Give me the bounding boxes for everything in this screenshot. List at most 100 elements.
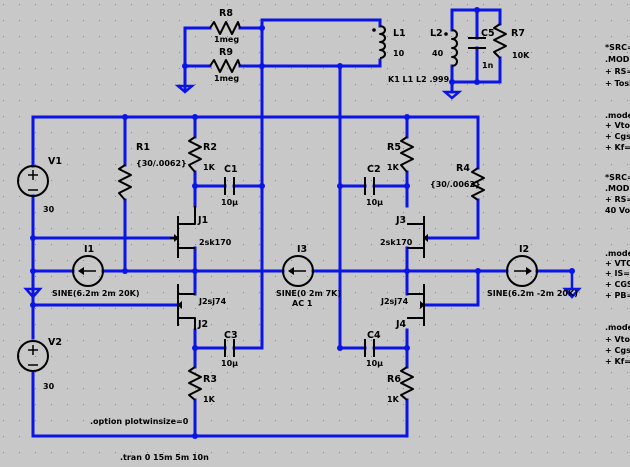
resistor-r8[interactable]: R8 1meg xyxy=(209,8,241,44)
resistor-r4[interactable]: R4 {30/.0062} xyxy=(430,163,485,201)
dir3-line: 40 Vo xyxy=(605,206,630,215)
i3-value: SINE(0 2m 7K) xyxy=(276,289,341,298)
dir5-line: .model xyxy=(605,323,630,332)
v2-value: 30 xyxy=(43,382,55,391)
inductor-l1[interactable]: L1 10 xyxy=(372,25,406,59)
i3-ref: I3 xyxy=(297,244,307,255)
jfet-j3[interactable]: J3 2sk170 xyxy=(380,215,428,258)
current-source-i2[interactable]: I2 SINE(6.2m -2m 20K) xyxy=(487,244,578,298)
v2-ref: V2 xyxy=(48,337,62,348)
resistor-r6[interactable]: R6 1K xyxy=(387,366,414,404)
dir1-line: *SRC= xyxy=(605,43,630,52)
inductor-l2[interactable]: L2 40 xyxy=(430,28,458,67)
j1-value: 2sk170 xyxy=(199,238,232,247)
dir5-line: + Cgs= xyxy=(605,346,630,355)
c2-ref: C2 xyxy=(367,164,381,175)
c5-value: 1n xyxy=(482,61,494,70)
r1-value: {30/.0062} xyxy=(136,159,187,168)
j4-value: J2sj74 xyxy=(380,297,409,306)
r8-ref: R8 xyxy=(219,8,233,19)
dir3-line: *SRC= xyxy=(605,173,630,182)
l2-value: 40 xyxy=(432,49,444,58)
current-source-i1[interactable]: I1 SINE(6.2m 2m 20K) xyxy=(52,244,140,298)
wires xyxy=(31,8,574,438)
resistor-r7[interactable]: R7 10K xyxy=(493,23,530,60)
voltage-source-v1[interactable]: V1 30 xyxy=(17,156,62,214)
l1-ref: L1 xyxy=(393,28,406,39)
r9-ref: R9 xyxy=(219,47,233,58)
capacitor-c3[interactable]: C3 10µ xyxy=(221,330,238,368)
dir4-line: .model xyxy=(605,249,630,258)
plotwinsize-directive[interactable]: .option plotwinsize=0 xyxy=(90,417,189,426)
j2-value: J2sj74 xyxy=(198,297,227,306)
r8-value: 1meg xyxy=(214,35,239,44)
dir2-line: .model xyxy=(605,111,630,120)
capacitor-c5[interactable]: C5 1n xyxy=(468,28,495,70)
resistor-r3[interactable]: R3 1K xyxy=(188,366,217,404)
r7-ref: R7 xyxy=(511,28,525,39)
resistor-r2[interactable]: R2 1K xyxy=(188,136,217,173)
jfet-j1[interactable]: J1 2sk170 xyxy=(170,206,232,258)
tran-directive[interactable]: .tran 0 15m 5m 10n xyxy=(120,453,209,462)
dir2-line: + Cgs= xyxy=(605,132,630,141)
c4-value: 10µ xyxy=(366,359,383,368)
jfet-j4[interactable]: J2sj74 J4 xyxy=(380,284,425,330)
j2-ref: J2 xyxy=(197,319,208,330)
v1-ref: V1 xyxy=(48,156,62,167)
c2-value: 10µ xyxy=(366,198,383,207)
r9-value: 1meg xyxy=(214,74,239,83)
coupling-directive[interactable]: K1 L1 L2 .999 xyxy=(388,75,450,84)
l2-ref: L2 xyxy=(430,28,443,39)
junctions xyxy=(30,7,575,439)
i3-ac: AC 1 xyxy=(292,299,313,308)
model-directive-1[interactable]: *SRC= .MODE + RS= + Tosh xyxy=(605,43,630,88)
resistor-r1[interactable]: R1 {30/.0062} xyxy=(118,142,187,201)
dir4-line: + PB=/ xyxy=(605,291,630,300)
voltage-source-v2[interactable]: V2 30 xyxy=(17,337,62,391)
dir5-line: + Kf=9 xyxy=(605,357,630,366)
c1-ref: C1 xyxy=(224,164,238,175)
j3-value: 2sk170 xyxy=(380,238,413,247)
model-directive-4[interactable]: .model + VTO= + IS=1. + CGS + PB=/ xyxy=(605,249,630,300)
r4-value: {30/.0062} xyxy=(430,180,481,189)
dir4-line: + IS=1. xyxy=(605,269,630,278)
capacitor-c2[interactable]: C2 10µ xyxy=(364,164,383,207)
dir2-line: + Kf=1 xyxy=(605,143,630,152)
capacitor-c1[interactable]: C1 10µ xyxy=(221,164,238,207)
model-directive-3[interactable]: *SRC= .MODE + RS=2 40 Vo xyxy=(605,173,630,215)
c3-ref: C3 xyxy=(224,330,238,341)
dir1-line: + Tosh xyxy=(605,79,630,88)
r6-value: 1K xyxy=(387,395,400,404)
dir2-line: + Vto= xyxy=(605,121,630,130)
dir1-line: + RS= xyxy=(605,67,630,76)
resistor-r9[interactable]: R9 1meg xyxy=(209,47,241,83)
resistor-r5[interactable]: R5 1K xyxy=(387,136,414,173)
i2-value: SINE(6.2m -2m 20K) xyxy=(487,289,578,298)
model-directive-5[interactable]: .model + Vto= + Cgs= + Kf=9 xyxy=(605,323,630,366)
jfet-j2[interactable]: J2sj74 J2 xyxy=(177,284,227,330)
c5-ref: C5 xyxy=(481,28,495,39)
r3-ref: R3 xyxy=(203,374,217,385)
c3-value: 10µ xyxy=(221,359,238,368)
current-source-i3[interactable]: I3 SINE(0 2m 7K) AC 1 xyxy=(276,244,341,308)
r6-ref: R6 xyxy=(387,374,401,385)
c1-value: 10µ xyxy=(221,198,238,207)
dir3-line: .MODE xyxy=(605,184,630,193)
r5-ref: R5 xyxy=(387,142,401,153)
r4-ref: R4 xyxy=(456,163,470,174)
dir1-line: .MODE xyxy=(605,55,630,64)
c4-ref: C4 xyxy=(367,330,381,341)
i1-ref: I1 xyxy=(84,244,94,255)
r2-value: 1K xyxy=(203,163,216,172)
l1-value: 10 xyxy=(393,49,405,58)
model-directive-2[interactable]: .model + Vto= + Cgs= + Kf=1 xyxy=(605,111,630,152)
dir4-line: + VTO= xyxy=(605,259,630,268)
i2-ref: I2 xyxy=(519,244,529,255)
capacitor-c4[interactable]: C4 10µ xyxy=(364,330,383,368)
r5-value: 1K xyxy=(387,163,400,172)
dir3-line: + RS=2 xyxy=(605,195,630,204)
dir5-line: + Vto= xyxy=(605,335,630,344)
r1-ref: R1 xyxy=(136,142,150,153)
